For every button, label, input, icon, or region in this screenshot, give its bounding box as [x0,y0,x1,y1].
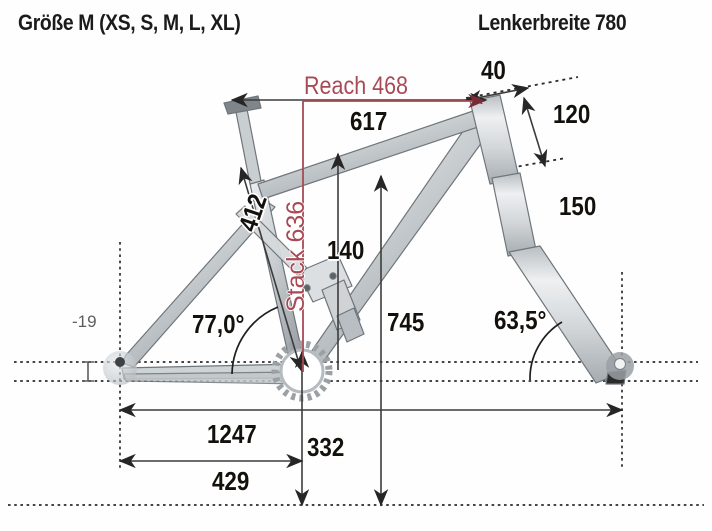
front-axle [614,358,626,370]
label-bb-to-seat-link: 140 [327,235,365,265]
label-bb-height: 332 [307,432,345,462]
label-top-tube: 617 [350,106,388,136]
page-title-handlebar: Lenkerbreite 780 [478,10,627,35]
label-stack: Stack 636 [282,200,310,312]
label-chainstay: 429 [212,466,250,496]
label-wheelbase: 1247 [207,419,257,449]
label-head-angle: 63,5° [494,305,547,335]
label-standover: 745 [387,307,425,337]
page-title-size: Größe M (XS, S, M, L, XL) [18,10,241,35]
dim-bbdrop-tick [82,361,94,382]
link-pivot-1 [329,272,337,280]
angle-arcs [231,306,563,381]
seat-post [235,108,262,185]
bicycle-frame [121,94,627,385]
label-bb-drop: -19 [72,312,97,331]
label-head-tube-length: 120 [553,99,591,129]
dim-120 [521,96,548,168]
head-angle-arc [529,321,563,381]
label-reach: Reach 468 [304,72,409,100]
seat-angle-arc [231,306,279,375]
dimension-lines [82,83,624,507]
shock-shaft [336,307,365,343]
dim-412 [238,166,304,372]
saddle [223,95,262,115]
fork-stanchion [491,172,537,257]
label-fork-travel: 150 [559,191,597,221]
label-seat-angle: 77,0° [192,309,245,339]
label-head-tube-offset: 40 [481,55,506,85]
rear-axle [115,357,125,367]
reach-stack-lines [302,93,486,372]
rear-hub [103,351,137,385]
